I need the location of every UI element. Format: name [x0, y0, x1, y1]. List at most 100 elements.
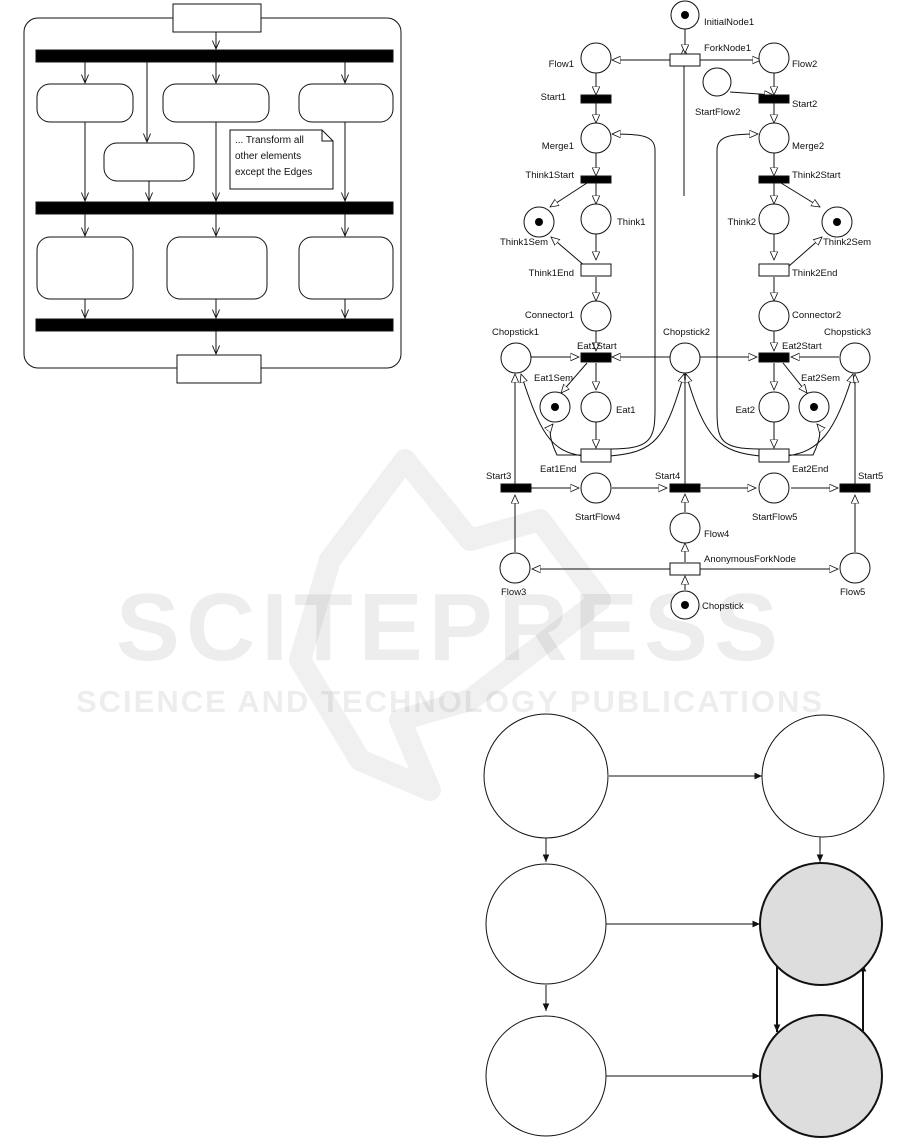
place-think2 [758, 203, 790, 235]
join-bar-2 [35, 201, 394, 215]
label-think2sem: Think2Sem [823, 237, 871, 248]
label-start2: Start2 [792, 99, 817, 110]
label-connector2: Connector2 [792, 310, 841, 321]
label-eat2: Eat2 [735, 405, 755, 416]
token-eat2sem [810, 403, 818, 411]
petri-tokens [535, 11, 841, 609]
label-chopstick3: Chopstick3 [824, 327, 871, 338]
transition-eat2end [758, 448, 790, 463]
petri-box-transitions [580, 53, 790, 576]
label-start5: Start5 [858, 471, 883, 482]
action-7 [298, 236, 394, 300]
state-3 [485, 863, 607, 985]
place-flow2 [758, 42, 790, 74]
label-flow1: Flow1 [549, 59, 574, 70]
label-flow4: Flow4 [704, 529, 729, 540]
token-chopstick [681, 601, 689, 609]
label-merge2: Merge2 [792, 141, 824, 152]
note-line-2: other elements [235, 151, 301, 162]
state-1 [483, 713, 609, 839]
place-connector1 [580, 300, 612, 332]
label-chopstick1: Chopstick1 [492, 327, 539, 338]
state-graph-edges [542, 772, 867, 1080]
transition-eat1start [580, 352, 612, 363]
label-initialnode1: InitialNode1 [704, 17, 754, 28]
label-start3: Start3 [486, 471, 511, 482]
place-merge1 [580, 122, 612, 154]
token-initialnode1 [681, 11, 689, 19]
label-forknode1: ForkNode1 [704, 43, 751, 54]
state-2 [761, 714, 885, 838]
transition-start4 [669, 483, 701, 493]
place-startflow4 [580, 472, 612, 504]
label-think2end: Think2End [792, 268, 837, 279]
transition-think2start [758, 175, 790, 184]
label-eat1end: Eat1End [540, 464, 576, 475]
label-think1start: Think1Start [525, 170, 574, 181]
transition-start3 [500, 483, 532, 493]
label-anonymousforknode: AnonymousForkNode [704, 554, 796, 565]
token-think1sem [535, 218, 543, 226]
note-line-3: except the Edges [235, 167, 312, 178]
label-start4: Start4 [655, 471, 680, 482]
label-think1: Think1 [617, 217, 646, 228]
label-startflow2: StartFlow2 [695, 107, 740, 118]
label-think2: Think2 [727, 217, 756, 228]
transition-anonymousforknode [669, 562, 701, 576]
label-eat2end: Eat2End [792, 464, 828, 475]
watermark-subtitle: SCIENCE AND TECHNOLOGY PUBLICATIONS [76, 684, 824, 719]
token-eat1sem [551, 403, 559, 411]
label-think1sem: Think1Sem [500, 237, 548, 248]
transition-eat2start [758, 352, 790, 363]
petri-labels: InitialNode1 ForkNode1 Flow1 Flow2 Start… [486, 17, 883, 612]
label-startflow4: StartFlow4 [575, 512, 620, 523]
label-startflow5: StartFlow5 [752, 512, 797, 523]
join-bar-3 [35, 318, 394, 332]
watermark-title: SCITEPRESS [116, 574, 784, 681]
token-think2sem [833, 218, 841, 226]
place-chopstick1 [500, 342, 532, 374]
action-3 [298, 83, 394, 123]
label-eat2sem: Eat2Sem [801, 373, 840, 384]
place-chopstick2 [669, 342, 701, 374]
note-line-1: ... Transform all [235, 135, 304, 146]
place-flow3 [499, 552, 531, 584]
activity-frame [23, 17, 402, 369]
label-merge1: Merge1 [542, 141, 574, 152]
label-eat1start: Eat1Start [577, 341, 617, 352]
petri-net [499, 0, 871, 620]
transition-start2 [758, 94, 790, 104]
watermark-logo-mark [289, 449, 611, 801]
final-box [176, 354, 262, 384]
label-eat2start: Eat2Start [782, 341, 822, 352]
place-startflow2 [702, 67, 732, 97]
label-chopstick: Chopstick [702, 601, 744, 612]
transition-think2end [758, 263, 790, 277]
transition-start1 [580, 94, 612, 104]
watermark: SCITEPRESS SCIENCE AND TECHNOLOGY PUBLIC… [76, 449, 824, 801]
label-start1: Start1 [541, 92, 566, 103]
action-6 [166, 236, 268, 300]
place-flow5 [839, 552, 871, 584]
transition-think1end [580, 263, 612, 277]
place-flow4 [669, 512, 701, 544]
activity-diagram [23, 3, 402, 384]
place-connector2 [758, 300, 790, 332]
label-think1end: Think1End [529, 268, 574, 279]
place-think1 [580, 203, 612, 235]
transition-forknode1 [669, 53, 701, 67]
label-chopstick2: Chopstick2 [663, 327, 710, 338]
transform-note [229, 129, 334, 190]
label-eat1: Eat1 [616, 405, 636, 416]
label-flow5: Flow5 [840, 587, 865, 598]
label-flow2: Flow2 [792, 59, 817, 70]
state-5 [485, 1015, 607, 1137]
fork-bar-1 [35, 49, 394, 63]
initial-box [172, 3, 262, 33]
state-graph [483, 713, 885, 1138]
transition-think1start [580, 175, 612, 184]
transition-start5 [839, 483, 871, 493]
state-6-shaded [759, 1014, 883, 1138]
place-startflow5 [758, 472, 790, 504]
